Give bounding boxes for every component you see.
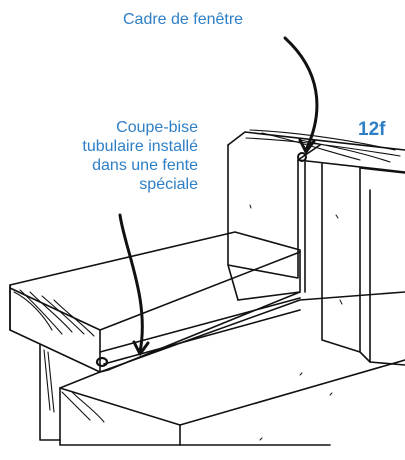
label-weatherstrip: Coupe-bise tubulaire installé dans une f… <box>40 118 198 194</box>
label-window-frame: Cadre de fenêtre <box>123 11 244 28</box>
arrow-frame <box>283 36 319 152</box>
arrow-weatherstrip <box>118 213 144 354</box>
sill-block <box>9 231 301 373</box>
wood-grain-lower <box>13 289 105 423</box>
label-weatherstrip-line-2: tubulaire installé <box>82 138 198 155</box>
label-weatherstrip-line-4: spéciale <box>139 176 198 193</box>
base-slab <box>39 291 405 446</box>
label-weatherstrip-line-1: Coupe-bise <box>116 119 198 136</box>
window-frame <box>227 131 405 366</box>
surface-marks <box>249 204 343 441</box>
figure-id: 12f <box>358 119 386 140</box>
label-weatherstrip-line-3: dans une fente <box>92 157 198 174</box>
sill-groove <box>95 297 301 368</box>
weatherstrip-tube-lower <box>95 356 109 368</box>
weatherstrip-tube-upper <box>297 152 307 162</box>
